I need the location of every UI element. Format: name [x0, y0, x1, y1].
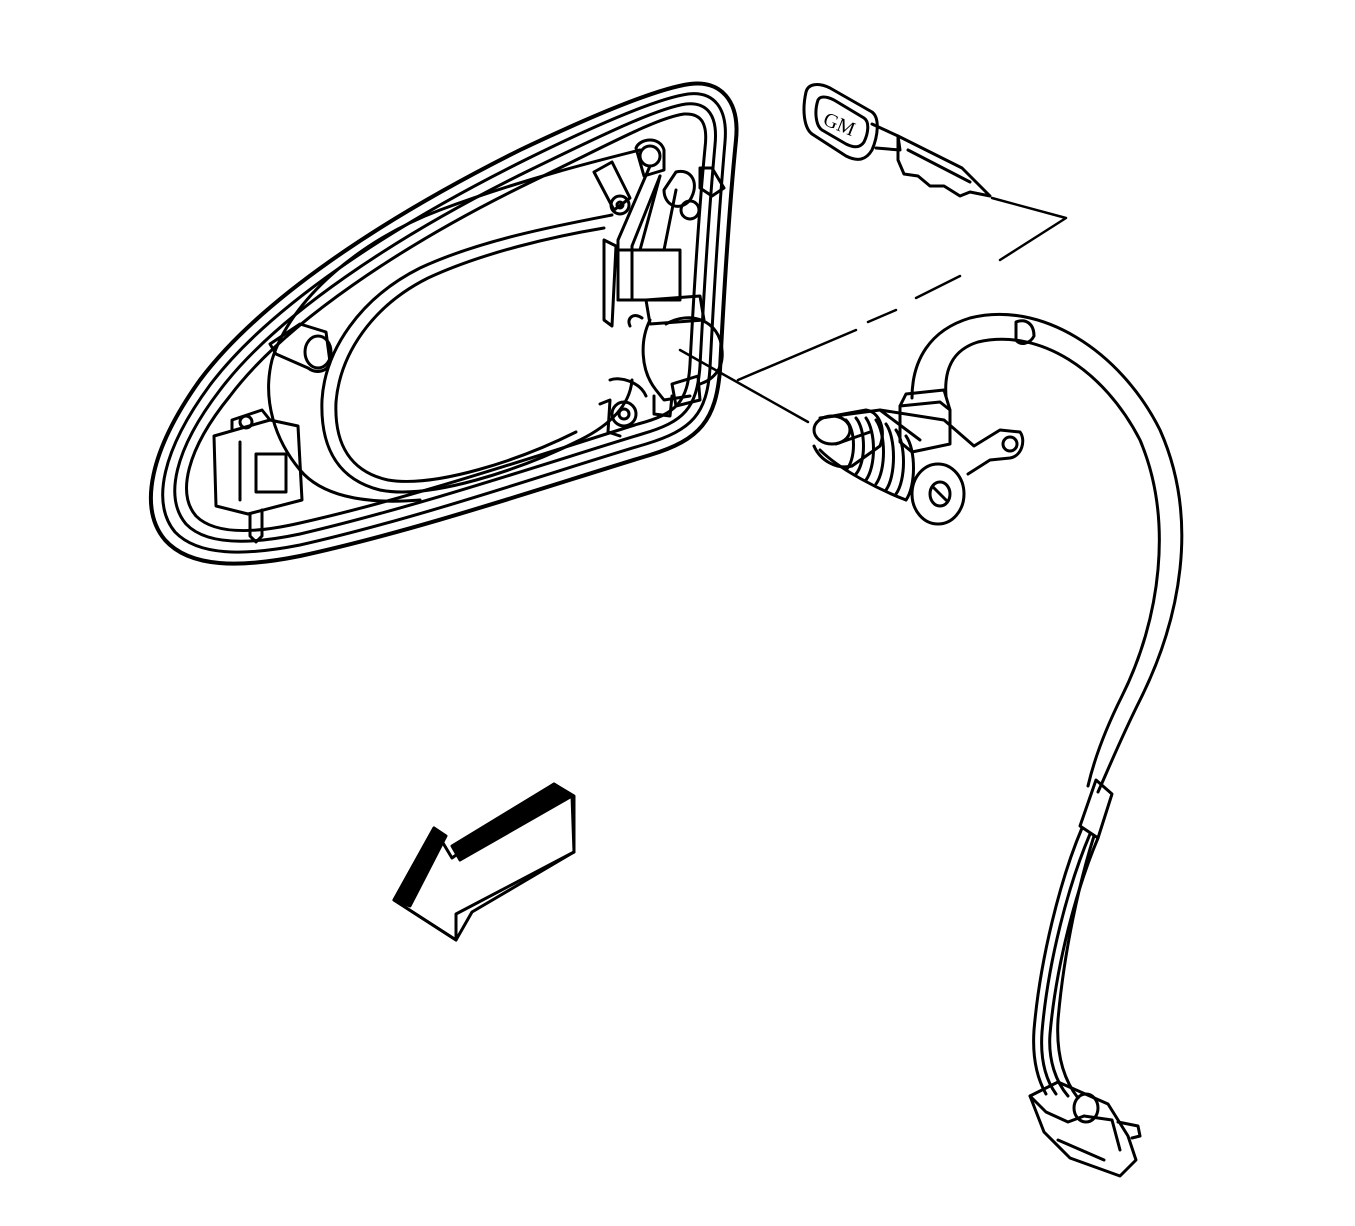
lock-cylinder — [812, 388, 1025, 526]
key-logo-text: GM — [820, 108, 858, 141]
harness-connector — [1028, 1080, 1142, 1178]
ignition-key: GM — [802, 83, 992, 198]
wire-harness — [910, 312, 1184, 1100]
door-handle-bezel — [148, 81, 739, 566]
alignment-lines — [678, 196, 1068, 424]
view-direction-arrow — [392, 782, 576, 942]
